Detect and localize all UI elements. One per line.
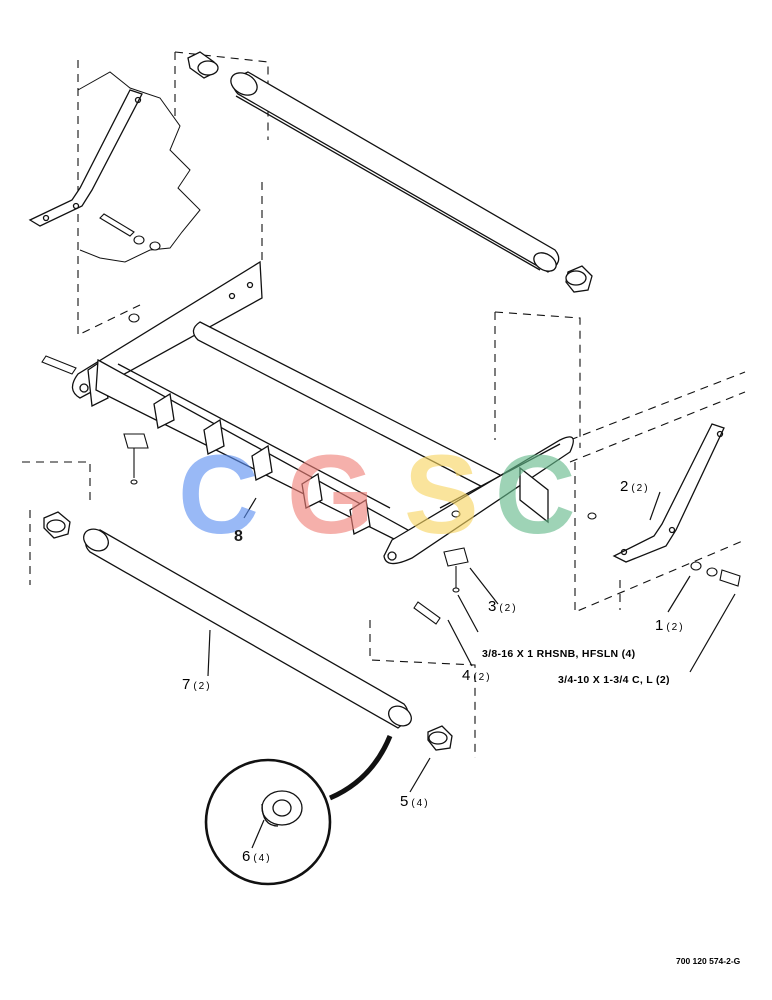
callout-2: 2(2) <box>620 478 650 495</box>
watermark-letter-c1: C <box>178 432 261 557</box>
callout-7: 7(2) <box>182 676 212 693</box>
watermark-letter-g: G <box>286 432 377 557</box>
roller-bearing-caps-upper <box>187 51 593 293</box>
upper-roller-drawing <box>230 71 560 273</box>
callout-6: 6(4) <box>242 848 272 865</box>
callout-5: 5(4) <box>400 793 430 810</box>
callout-1: 1(2) <box>655 617 685 634</box>
callout-3: 3(2) <box>488 598 518 615</box>
left-bracket-drawing <box>28 89 143 227</box>
roller-bearing-caps-lower <box>43 511 453 751</box>
hardware-mid <box>41 313 597 625</box>
leader-lines <box>207 491 736 849</box>
bearing-detail-view <box>204 735 393 886</box>
watermark-letter-s: S <box>404 432 481 557</box>
hardware-bolt-upper-left <box>99 213 161 251</box>
callout-8: 8 <box>234 528 243 545</box>
lower-roller-drawing <box>83 528 412 729</box>
hardware-note-large-bolt: 3/4-10 X 1-3/4 C, L (2) <box>558 674 670 686</box>
watermark-letter-c2: C <box>494 432 578 557</box>
phantom-frame-lines <box>22 51 746 758</box>
right-bracket-drawing <box>612 423 725 563</box>
drawing-number: 700 120 574-2-G <box>676 956 741 966</box>
frame-gussets <box>153 392 371 535</box>
callout-4: 4(2) <box>462 667 492 684</box>
torn-edge-outline <box>77 71 201 263</box>
hardware-note-small-bolt: 3/8-16 X 1 RHSNB, HFSLN (4) <box>482 648 636 660</box>
hardware-item-1 <box>690 561 741 587</box>
